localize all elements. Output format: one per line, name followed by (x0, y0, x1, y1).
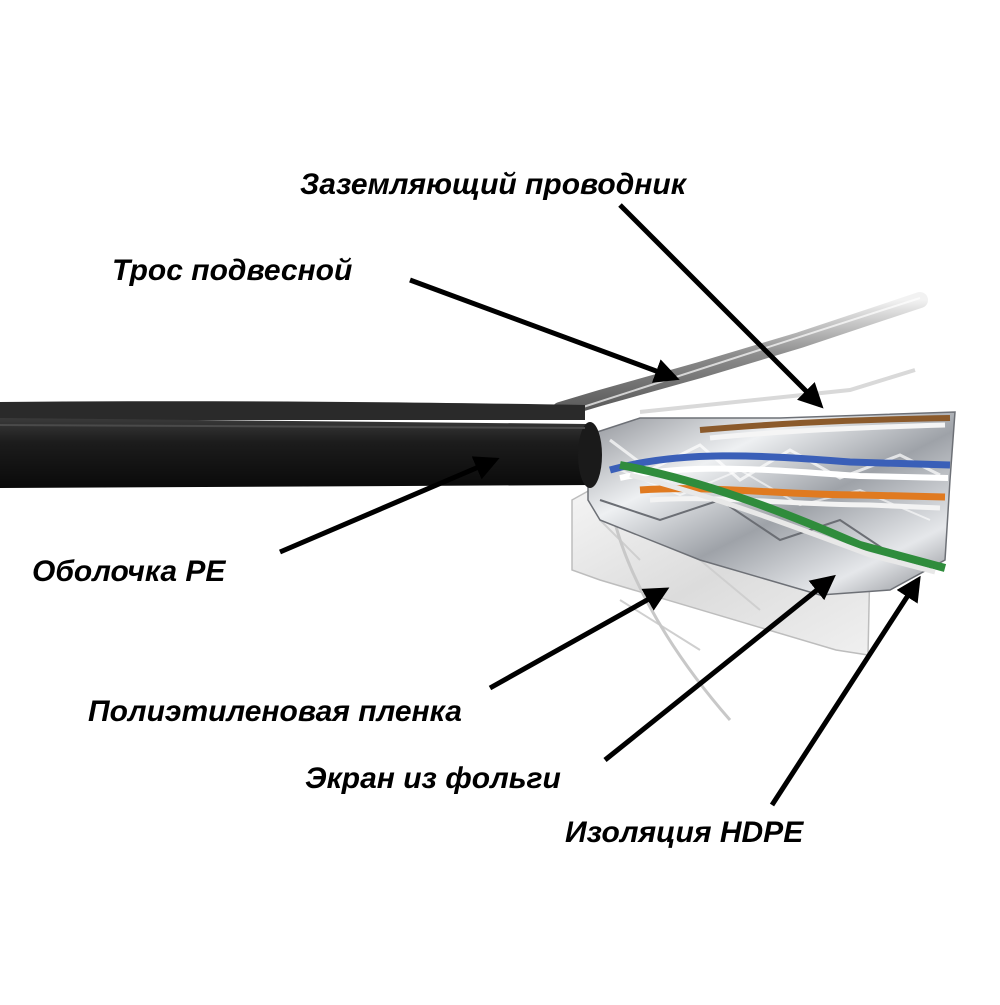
label-ground-wire: Заземляющий проводник (300, 168, 686, 201)
label-foil-screen: Экран из фольги (305, 762, 561, 795)
arrow-icon (769, 575, 921, 807)
label-pe-film: Полиэтиленовая пленка (88, 695, 462, 728)
arrow-icon (279, 456, 500, 555)
label-messenger: Трос подвесной (112, 254, 353, 287)
callout-arrows (279, 203, 921, 807)
ground-wire (639, 368, 916, 414)
messenger-wire (552, 292, 928, 418)
label-insulation: Изоляция HDPE (565, 816, 804, 849)
arrow-icon (603, 574, 836, 762)
twisted-pairs (609, 415, 951, 575)
label-jacket: Оболочка PE (32, 555, 226, 588)
pe-jacket (0, 401, 602, 488)
arrow-icon (488, 587, 670, 691)
arrow-icon (409, 277, 680, 383)
arrow-icon (618, 203, 824, 409)
